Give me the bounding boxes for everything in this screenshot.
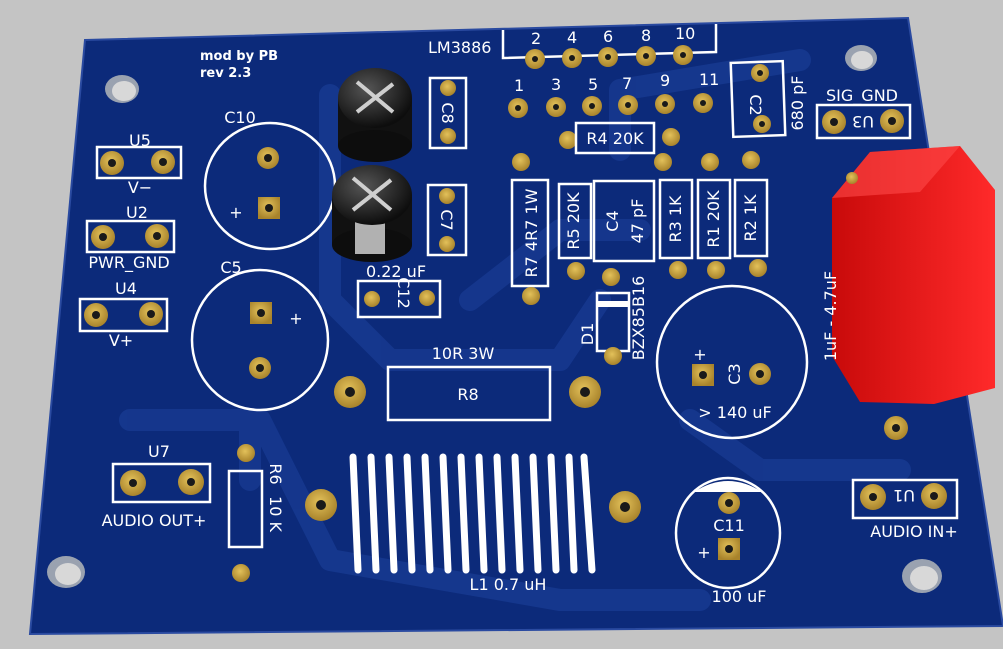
u4-outline (78, 297, 169, 333)
l1-label: L1 0.7 uH (470, 575, 547, 594)
r6-outline (227, 469, 264, 549)
u7-name: AUDIO OUT+ (102, 511, 207, 530)
d1-ref: D1 (578, 323, 597, 346)
u4-name: V+ (109, 331, 133, 350)
u7-ref: U7 (148, 442, 170, 461)
r6-ref: R6 (266, 463, 285, 484)
ic-pin-label: 4 (567, 28, 577, 47)
input-capacitor-body (832, 146, 995, 404)
ic-pin-label: 9 (660, 71, 670, 90)
r3-outline (658, 178, 694, 260)
c8-outline (428, 76, 468, 150)
l1-inductor-windings (349, 453, 596, 574)
c3-polarity: + (693, 345, 706, 364)
c12-outline (356, 279, 442, 319)
c5-ref: C5 (220, 258, 241, 277)
electrolytic-cap-bottom (332, 165, 412, 262)
c3-outline (655, 284, 809, 440)
c2-outline (729, 59, 787, 139)
ic-pin-row-top: 2 4 6 8 10 (525, 24, 695, 69)
mounting-holes (47, 45, 942, 593)
c10-ref: C10 (224, 108, 256, 127)
ic-pin-label: 8 (641, 26, 651, 45)
r7-label: R7 4R7 1W (522, 188, 541, 277)
r4-label: R4 20K (586, 129, 644, 148)
r1-label: R1 20K (704, 190, 723, 248)
u5-ref: U5 (129, 131, 151, 150)
ic-label: LM3886 (428, 38, 491, 57)
c12-value: 0.22 uF (366, 262, 426, 281)
c7-ref: C7 (437, 209, 456, 230)
u3-ref: U3 (852, 112, 874, 131)
c4-value: 47 pF (628, 199, 647, 244)
ic-pin-row-bottom: 1 3 5 7 9 11 (508, 70, 719, 118)
r4-outline (574, 121, 656, 155)
r3-label: R3 1K (666, 195, 685, 243)
electrolytic-cap-top (338, 68, 412, 162)
c3-ref: C3 (725, 363, 744, 384)
u1-name: AUDIO IN+ (870, 522, 957, 541)
input-cap-value: 1uF - 4.7uF (821, 271, 840, 361)
r2-outline (733, 178, 769, 258)
credit-text: mod by PB (200, 49, 278, 64)
u7-outline (111, 462, 212, 504)
ic-pin-label: 10 (675, 24, 695, 43)
c11-polarity: + (697, 543, 710, 562)
ic-pin-label: 3 (551, 75, 561, 94)
ic-pin-label: 7 (622, 74, 632, 93)
u1-outline (851, 478, 959, 520)
ic-pin-label: 2 (531, 29, 541, 48)
c7-outline (426, 183, 468, 257)
c4-outline (592, 179, 656, 263)
c5-outline (190, 268, 330, 412)
ic-pin-label: 6 (603, 27, 613, 46)
c8-ref: C8 (438, 102, 457, 123)
c11-value: 100 uF (712, 587, 767, 606)
u2-outline (85, 219, 176, 254)
u4-ref: U4 (115, 279, 137, 298)
u1-ref: U1 (893, 486, 915, 505)
c10-polarity: + (229, 203, 242, 222)
r5-label: R5 20K (564, 192, 583, 250)
ic-pin-label: 5 (588, 75, 598, 94)
r5-outline (557, 182, 593, 260)
u2-name: PWR_GND (88, 253, 169, 273)
c11-ref: C11 (713, 516, 745, 535)
u3-name: SIG_GND (826, 86, 898, 106)
r8-value: 10R 3W (432, 344, 495, 363)
c3-value: > 140 uF (698, 403, 771, 422)
r8-ref: R8 (457, 385, 478, 404)
r7-outline (510, 178, 550, 288)
u2-ref: U2 (126, 203, 148, 222)
c2-ref: C2 (746, 94, 765, 115)
r1-outline (696, 178, 732, 260)
c2-value: 680 pF (788, 76, 807, 131)
d1-value: BZX85B16 (629, 276, 648, 361)
revision-text: rev 2.3 (200, 66, 251, 81)
c11-outline (674, 476, 782, 590)
r2-label: R2 1K (741, 194, 760, 242)
r8-outline (386, 365, 552, 422)
c12-ref: C12 (394, 277, 413, 309)
ic-pin-label: 11 (699, 70, 719, 89)
r6-value: 10 K (266, 496, 285, 532)
u5-outline (95, 145, 183, 180)
c4-ref: C4 (603, 210, 622, 231)
u3-outline (815, 103, 912, 140)
c5-polarity: + (289, 309, 302, 328)
u5-name: V− (128, 178, 152, 197)
ic-pin-label: 1 (514, 76, 524, 95)
